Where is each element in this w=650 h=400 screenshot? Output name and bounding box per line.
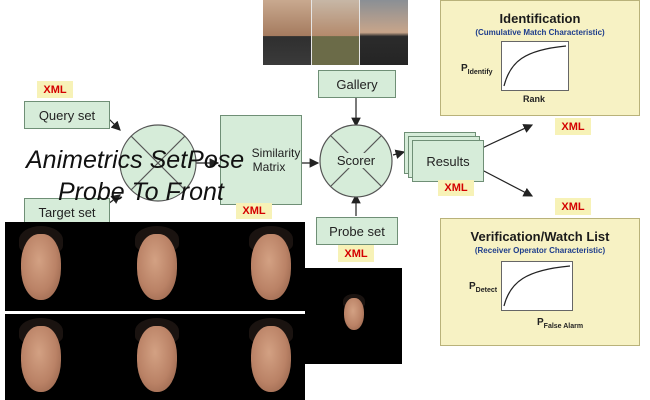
face-photo-r2c1 bbox=[15, 318, 67, 396]
probe-set-box: Probe set bbox=[316, 217, 398, 245]
identification-y-label: PIdentify bbox=[461, 63, 493, 76]
xml-badge-probe: XML bbox=[338, 245, 374, 262]
probe-face-thumbnail bbox=[305, 268, 402, 364]
xml-badge-verification: XML bbox=[555, 198, 591, 215]
query-set-box: Query set bbox=[24, 101, 110, 129]
results-box: Results bbox=[412, 140, 484, 182]
identification-y-main: P bbox=[461, 63, 468, 74]
arrow-results-to-identification bbox=[481, 124, 534, 149]
verification-plot bbox=[501, 261, 573, 311]
overlay-caption-line2: Probe To Front bbox=[58, 178, 224, 206]
verification-x-label: PFalse Alarm bbox=[537, 317, 583, 330]
verification-title: Verification/Watch List bbox=[470, 229, 610, 244]
similarity-matrix-label-bottom: Matrix bbox=[252, 160, 286, 174]
identification-panel: Identification (Cumulative Match Charact… bbox=[440, 0, 640, 116]
results-label: Results bbox=[426, 153, 470, 169]
face-image-grid bbox=[5, 222, 305, 400]
arrow-results-to-verification bbox=[481, 169, 534, 197]
identification-curve bbox=[503, 45, 567, 87]
xml-badge-identification: XML bbox=[555, 118, 591, 135]
face-grid-divider bbox=[5, 311, 305, 314]
face-photo-r1c2 bbox=[129, 226, 181, 304]
xml-badge-similarity: XML bbox=[236, 203, 272, 219]
identification-y-sub: Identify bbox=[467, 68, 493, 76]
xml-badge-results: XML bbox=[438, 180, 474, 196]
arrow-scorer-to-results bbox=[392, 149, 406, 159]
face-photo-r2c2 bbox=[129, 318, 181, 396]
query-set-label: Query set bbox=[38, 107, 96, 123]
verification-curve bbox=[503, 265, 571, 307]
verification-y-main: P bbox=[469, 281, 476, 292]
face-photo-r1c3 bbox=[243, 226, 295, 304]
gallery-photo-strip bbox=[263, 0, 408, 65]
probe-face-photo bbox=[341, 294, 367, 332]
matcher-node bbox=[119, 124, 197, 202]
gallery-label: Gallery bbox=[336, 76, 378, 92]
face-photo-r1c1 bbox=[15, 226, 67, 304]
gallery-photo-2 bbox=[312, 0, 359, 65]
identification-subtitle: (Cumulative Match Characteristic) bbox=[475, 28, 605, 37]
scorer-label: Scorer bbox=[330, 153, 382, 168]
target-set-label: Target set bbox=[38, 204, 96, 220]
xml-badge-query: XML bbox=[37, 81, 73, 98]
identification-plot bbox=[501, 41, 569, 91]
verification-panel: Verification/Watch List (Receiver Operat… bbox=[440, 218, 640, 346]
verification-subtitle: (Receiver Operator Characteristic) bbox=[474, 246, 606, 255]
similarity-matrix-label-top: Similarity bbox=[251, 146, 301, 160]
overlay-caption-line1: Animetrics SetPose bbox=[26, 146, 245, 174]
verification-y-label: PDetect bbox=[469, 281, 497, 294]
probe-set-label: Probe set bbox=[329, 223, 385, 239]
gallery-box: Gallery bbox=[318, 70, 396, 98]
identification-title: Identification bbox=[499, 11, 581, 26]
identification-x-label: Rank bbox=[523, 94, 546, 104]
gallery-photo-1 bbox=[263, 0, 311, 65]
verification-x-main: P bbox=[537, 317, 544, 328]
verification-x-sub: False Alarm bbox=[543, 322, 584, 330]
face-photo-r2c3 bbox=[243, 318, 295, 396]
gallery-photo-3 bbox=[360, 0, 408, 65]
verification-y-sub: Detect bbox=[475, 286, 498, 294]
